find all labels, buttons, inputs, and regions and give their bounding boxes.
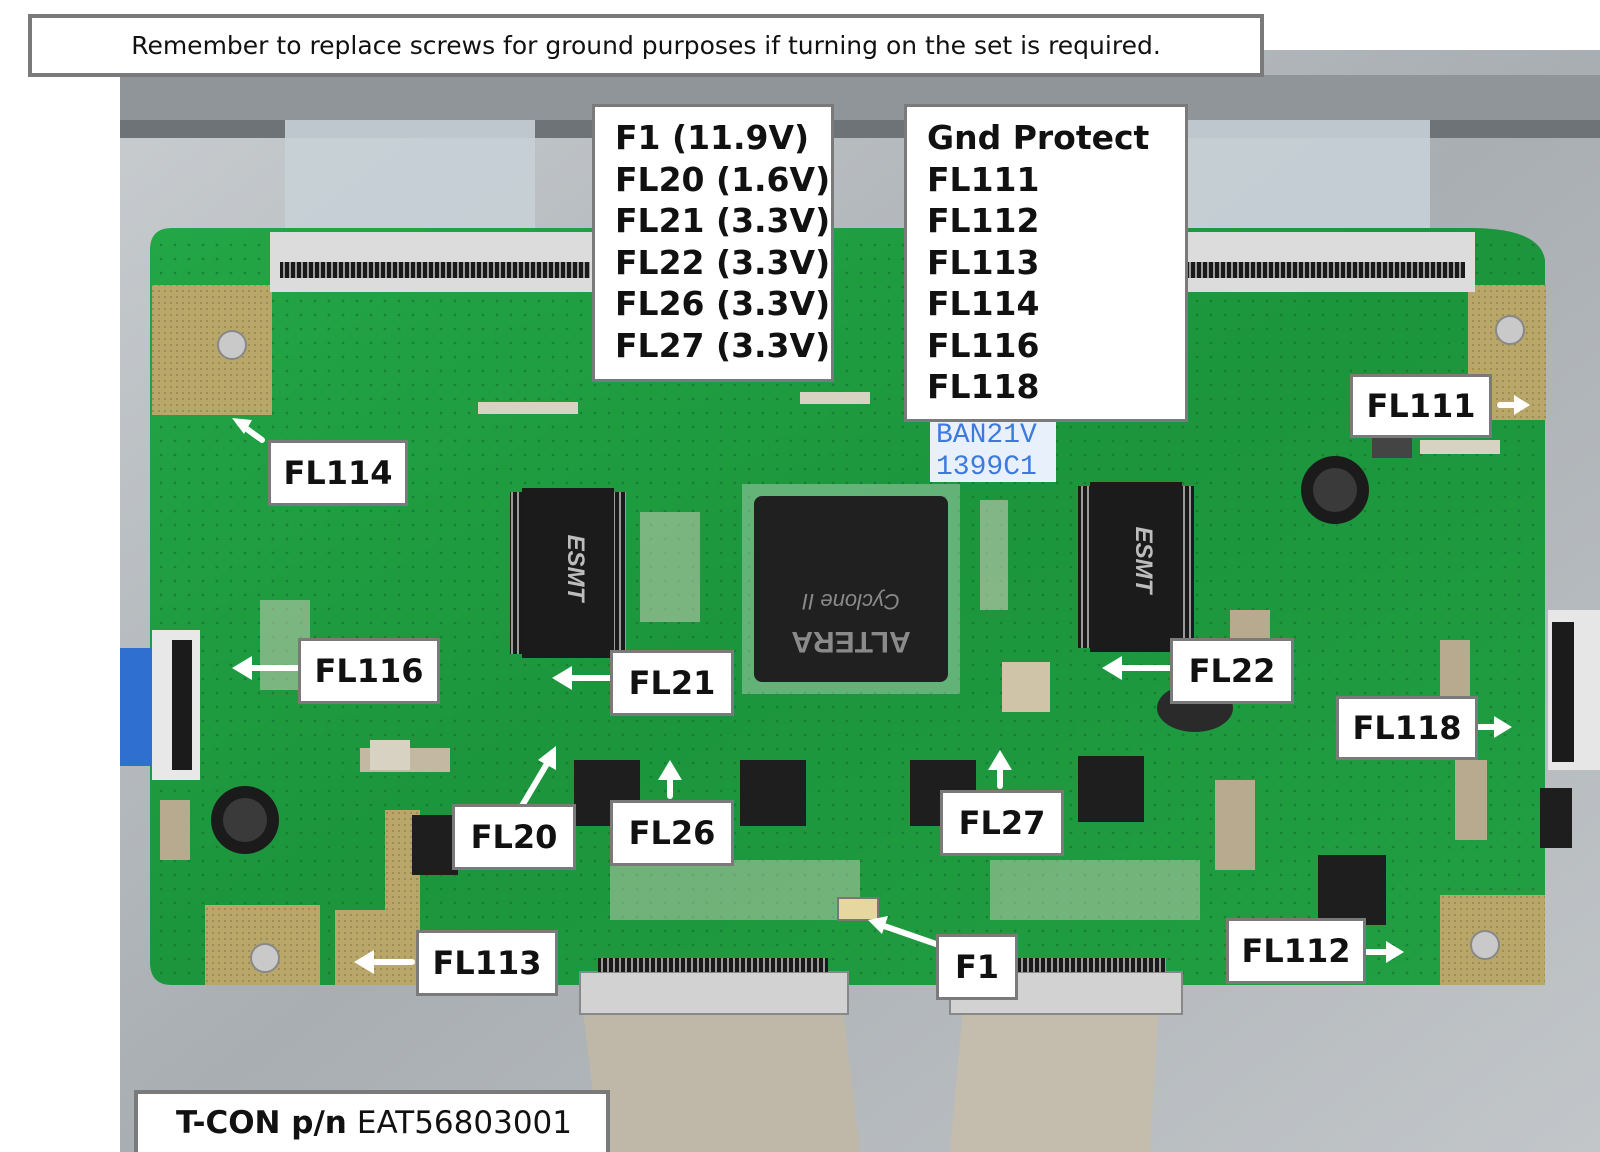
bottom-connector-left-pins (598, 958, 828, 972)
ground-strip (335, 810, 420, 985)
voltage-item: FL20 (1.6V) (615, 159, 831, 199)
callout-fl21: FL21 (610, 650, 734, 716)
ground-warning-banner: Remember to replace screws for ground pu… (28, 14, 1264, 77)
side-connector-left-pins (172, 640, 192, 770)
callout-fl27: FL27 (940, 790, 1064, 856)
callout-f1: F1 (936, 934, 1018, 1000)
tcon-part-number: EAT56803001 (356, 1105, 572, 1141)
arrowhead-fl111 (1514, 395, 1530, 415)
arrowhead-fl21 (552, 666, 572, 690)
memory-chip-right-pins (1078, 486, 1090, 648)
ground-protect-list-box: Gnd Protect FL111 FL112 FL113 FL114 FL11… (904, 104, 1188, 422)
arrowhead-fl26 (658, 760, 682, 780)
fpga-brand-text: ALTERA (791, 625, 910, 658)
arrowhead-fl113 (354, 950, 374, 974)
voltage-item: F1 (11.9V) (615, 118, 810, 157)
callout-fl112: FL112 (1226, 918, 1366, 984)
callout-arrows (232, 395, 1530, 974)
callout-fl26: FL26 (610, 800, 734, 866)
fpga-chip (754, 496, 948, 682)
top-connector-pins (1160, 262, 1465, 278)
ground-protect-item: FL118 (927, 367, 1040, 406)
chip-brand-text: ESMT (1130, 527, 1157, 596)
tcon-part-number-box: T-CON p/n EAT56803001 (134, 1090, 610, 1152)
bottom-cable-right (950, 985, 1160, 1152)
voltage-item: FL26 (3.3V) (615, 284, 831, 323)
ground-protect-item: FL114 (927, 284, 1040, 323)
arrowhead-fl22 (1102, 656, 1122, 680)
arrowhead-fl114 (232, 418, 252, 434)
screw (217, 315, 1525, 973)
callout-fl118: FL118 (1336, 696, 1478, 760)
voltage-item: FL21 (3.3V) (615, 201, 831, 240)
board-marking-line1: BAN21V (936, 420, 1037, 451)
callout-fl111: FL111 (1350, 374, 1492, 438)
memory-chip-right-pins (1182, 486, 1194, 648)
chip-brand-text: ESMT (562, 535, 589, 604)
arrowhead-fl112 (1386, 941, 1404, 963)
memory-chip-left (522, 488, 614, 658)
ground-protect-item: FL112 (927, 201, 1040, 240)
chassis-top-rail (120, 75, 1600, 120)
arrowhead-fl116 (232, 656, 252, 680)
voltage-item: FL27 (3.3V) (615, 325, 831, 365)
top-connector-pins (280, 262, 590, 278)
crystal-oscillator (1002, 662, 1050, 712)
smd-components (160, 392, 1572, 920)
callout-fl114: FL114 (268, 440, 408, 506)
arrowhead-fl20 (538, 746, 556, 770)
side-connector-right-pins (1552, 622, 1574, 762)
flex-cable-right (1180, 120, 1430, 230)
inductor (1313, 468, 1357, 512)
board-marking-line2: 1399C1 (936, 452, 1037, 483)
fpga-family-text: Cyclone II (802, 589, 900, 614)
memory-chip-left-pins (510, 492, 522, 654)
bottom-cable-left (580, 985, 860, 1152)
voltage-item: FL22 (3.3V) (615, 242, 831, 282)
ground-pad (152, 285, 272, 415)
ground-warning-text: Remember to replace screws for ground pu… (131, 31, 1161, 60)
memory-chip-left-pins (614, 492, 626, 654)
arrow-f1 (881, 923, 939, 947)
callout-fl22: FL22 (1170, 638, 1294, 704)
ground-protect-item: FL116 (927, 325, 1040, 365)
arrowhead-fl118 (1494, 716, 1512, 738)
fuse-f1 (837, 897, 879, 921)
callout-fl113: FL113 (416, 930, 558, 996)
arrowhead-f1 (868, 916, 888, 934)
callout-fl20: FL20 (452, 804, 576, 870)
ground-protect-item: FL111 (927, 159, 1040, 199)
memory-chip-right (1090, 482, 1182, 652)
flex-cable-left (285, 120, 535, 230)
ground-protect-item: FL113 (927, 242, 1040, 282)
bottom-connector-left (579, 971, 849, 1015)
tcon-label: T-CON p/n (176, 1105, 347, 1141)
inductor (223, 798, 267, 842)
voltage-list-box: F1 (11.9V) FL20 (1.6V) FL21 (3.3V) FL22 … (592, 104, 834, 382)
callout-fl116: FL116 (298, 638, 440, 704)
board-marking-label (930, 412, 1056, 482)
ground-protect-heading: Gnd Protect (927, 118, 1150, 157)
arrowhead-fl27 (988, 750, 1012, 770)
